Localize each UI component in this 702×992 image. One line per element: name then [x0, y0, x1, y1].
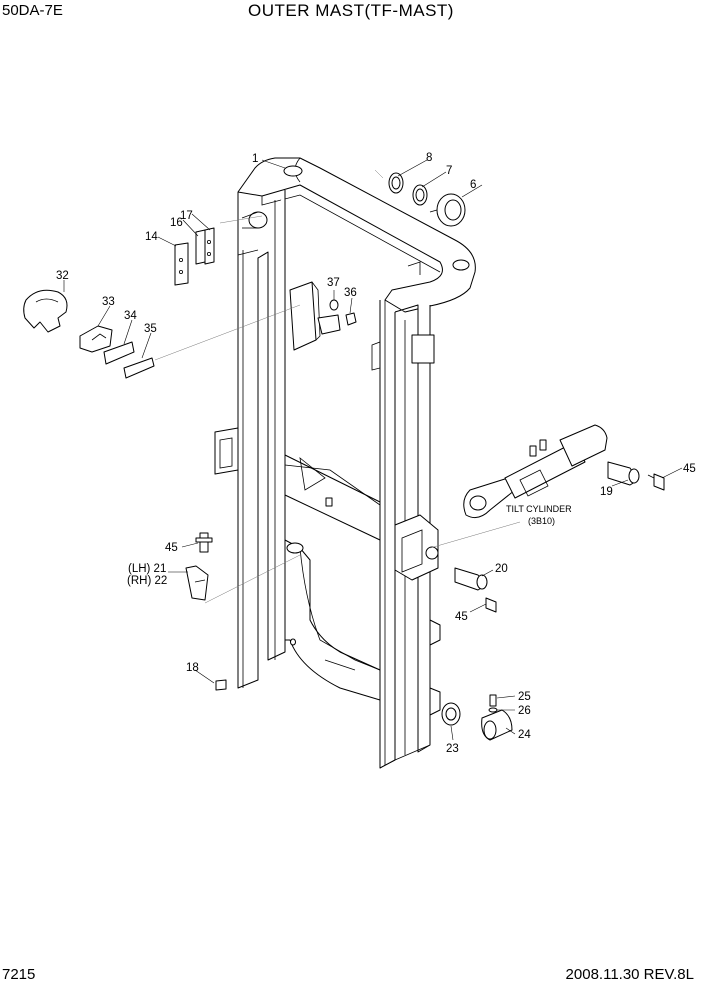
part-label-35: 35 — [144, 323, 157, 335]
part-label-16: 16 — [170, 217, 183, 229]
part-label-36: 36 — [344, 287, 357, 299]
part-label-23: 23 — [446, 743, 459, 755]
part-label-17: 17 — [180, 210, 193, 222]
part-label-25: 25 — [518, 691, 531, 703]
part-label-33: 33 — [102, 296, 115, 308]
part-label-22-rh: (RH) 22 — [127, 575, 167, 587]
hardware — [23, 172, 665, 741]
page-number: 7215 — [2, 966, 36, 983]
part-label-45-lower: 45 — [455, 611, 468, 623]
part-label-19: 19 — [600, 486, 613, 498]
part-label-24: 24 — [518, 729, 531, 741]
leader-lines — [63, 159, 683, 741]
page-title: OUTER MAST(TF-MAST) — [248, 1, 454, 20]
part-label-21-lh: (LH) 21 — [128, 563, 166, 575]
part-label-32: 32 — [56, 270, 69, 282]
part-label-6: 6 — [470, 179, 476, 191]
tilt-cylinder — [463, 424, 608, 519]
part-label-37: 37 — [327, 277, 340, 289]
model-code: 50DA-7E — [2, 2, 63, 19]
part-label-1: 1 — [252, 153, 258, 165]
part-label-34: 34 — [124, 310, 137, 322]
part-label-18: 18 — [186, 662, 199, 674]
tilt-bracket — [394, 514, 439, 581]
part-label-7: 7 — [446, 165, 452, 177]
part-label-20: 20 — [495, 563, 508, 575]
part-label-45-left: 45 — [165, 542, 178, 554]
part-label-45-upper: 45 — [683, 463, 696, 475]
tilt-cylinder-ref: (3B10) — [528, 516, 555, 526]
part-label-14: 14 — [145, 231, 158, 243]
part-number-labels: 1 8 7 6 17 16 14 32 37 36 33 34 35 45 19… — [56, 152, 696, 755]
part-label-26: 26 — [518, 705, 531, 717]
tilt-cylinder-label: TILT CYLINDER — [506, 504, 572, 514]
part-label-8: 8 — [426, 152, 432, 164]
outer-mast-frame — [214, 157, 476, 769]
revision-date: 2008.11.30 REV.8L — [565, 966, 694, 983]
